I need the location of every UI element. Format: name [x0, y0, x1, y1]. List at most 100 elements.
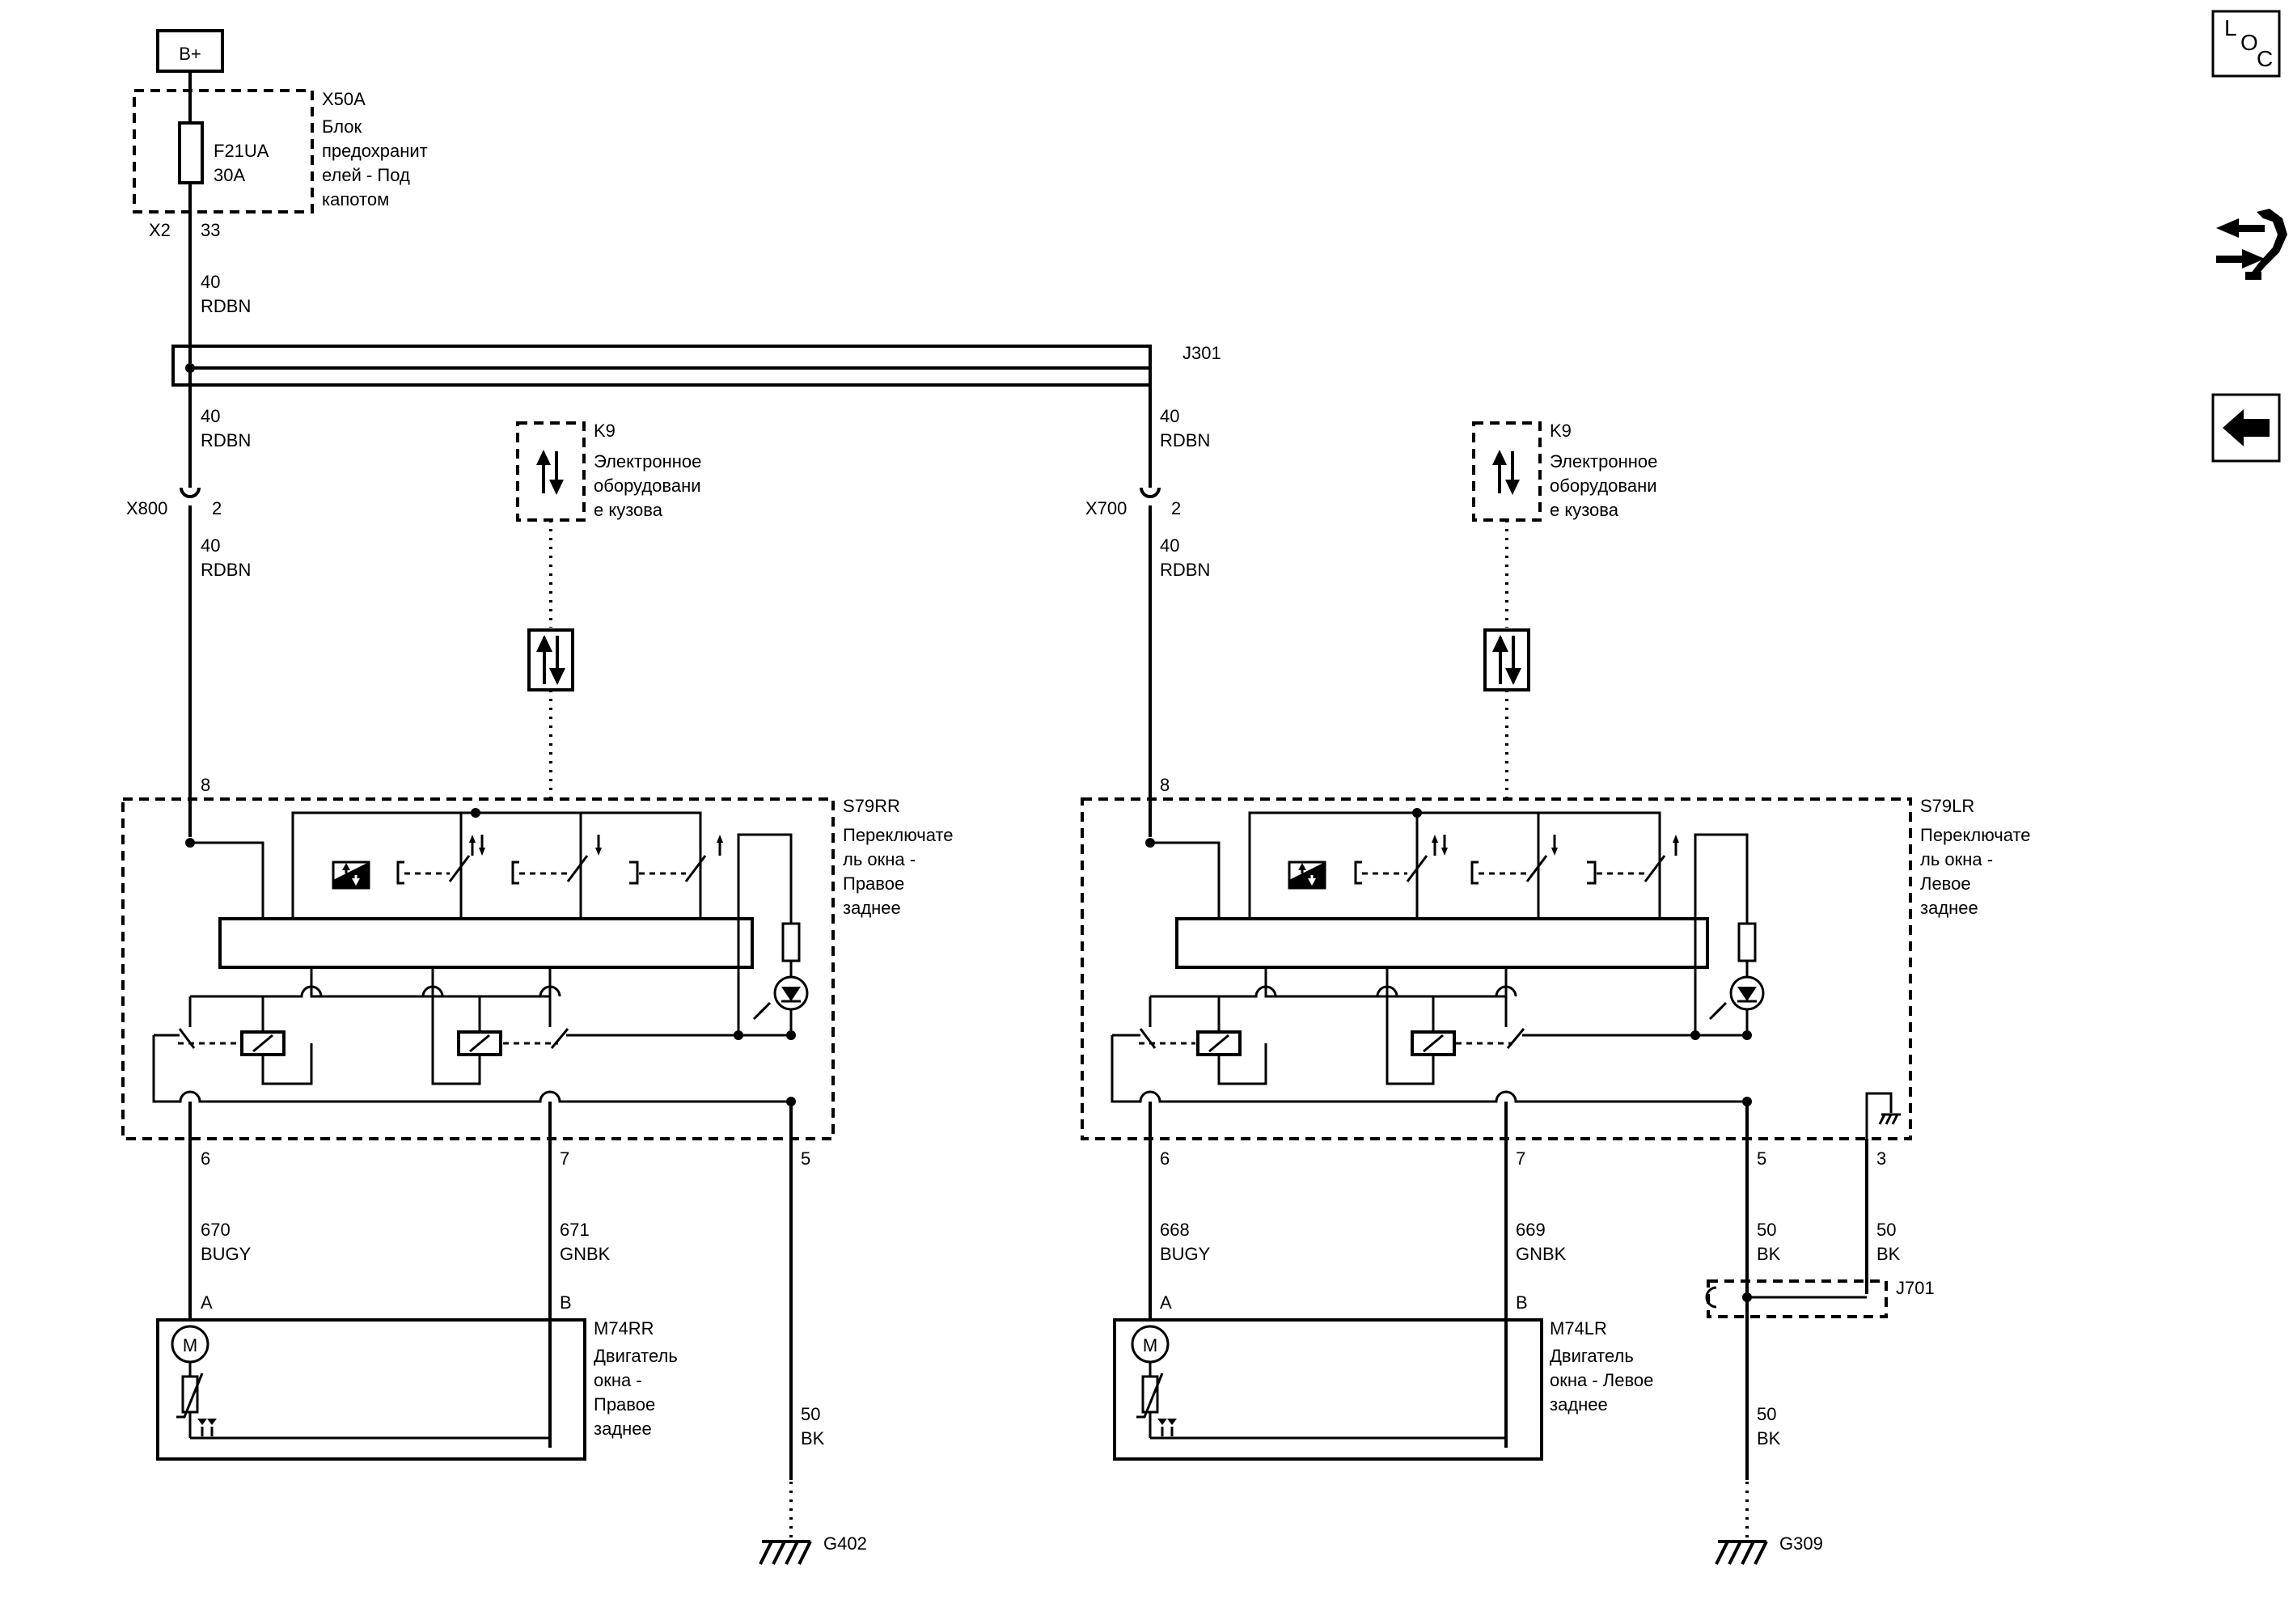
splice-j301	[171, 345, 1152, 387]
wire-rr-up-gauge: 670	[201, 1220, 231, 1240]
motor-rr-ptc	[181, 1375, 199, 1414]
wire-lr-down-gauge: 669	[1516, 1220, 1546, 1240]
body-module-k9-lr	[1472, 421, 1542, 522]
wire-lr-ground2-gauge: 50	[1757, 1404, 1776, 1424]
switch-rr-name-3: Правое	[843, 873, 904, 894]
wire-rr-down-color: GNBK	[560, 1244, 611, 1264]
switch-lr-pin-down: 7	[1516, 1148, 1525, 1169]
motor-rr-pin-b: B	[560, 1292, 572, 1313]
switch-lr-name-2: ль окна -	[1920, 849, 1993, 869]
motor-lr-name-1: Двигатель	[1550, 1346, 1634, 1366]
switch-lr-ref: S79LR	[1920, 796, 1974, 816]
ground-left-label: G309	[1779, 1533, 1823, 1554]
auto-updown-icon-lr	[1432, 835, 1448, 856]
loc-letter-c: C	[2257, 46, 2273, 71]
body-module-rr-name-2: оборудовани	[594, 476, 701, 496]
fuse-rating: 30A	[214, 165, 245, 185]
fusebox-name-2: предохранит	[322, 141, 428, 161]
up-arrow-icon-lr	[1673, 835, 1679, 856]
motor-lr-m: M	[1143, 1335, 1157, 1355]
body-module-k9-rr	[516, 421, 586, 522]
splice-j701	[1707, 1279, 1888, 1318]
wire-lr-up-color: BUGY	[1160, 1244, 1211, 1264]
motor-rr-pin-a: A	[201, 1292, 213, 1313]
body-module-rr-name-1: Электронное	[594, 451, 701, 472]
connector-view-icon[interactable]	[2216, 209, 2287, 280]
switch-rr-pin-ground: 5	[801, 1148, 810, 1169]
connector-x800-pin: 2	[212, 498, 222, 518]
motor-lr-ptc	[1141, 1375, 1159, 1414]
auto-updown-icon-rr	[469, 835, 485, 856]
switch-s79rr-outline	[121, 797, 835, 1140]
fusebox-connector: X2	[149, 220, 171, 240]
up-arrow-icon-rr	[717, 835, 723, 856]
wire-lr-ground-color: BK	[1757, 1244, 1781, 1264]
wire-feed-color: RDBN	[201, 296, 251, 316]
motor-m74rr	[156, 1318, 586, 1461]
motor-rr-name-4: заднее	[594, 1419, 652, 1439]
switch-lr-pin-ground: 5	[1757, 1148, 1766, 1169]
ground-icon-g309	[1715, 1540, 1768, 1566]
location-icon[interactable]: L O C	[2211, 10, 2281, 78]
fusebox-ref: X50A	[322, 89, 366, 109]
down-arrow-icon-lr	[1551, 835, 1558, 856]
down-arrow-icon-rr	[595, 835, 602, 856]
switch-lr-name-4: заднее	[1920, 898, 1978, 918]
switch-lr-name-1: Переключате	[1920, 825, 2031, 845]
splice-ground-ref: J701	[1896, 1278, 1935, 1298]
wire-lr-up-gauge: 668	[1160, 1220, 1190, 1240]
fusebox-pin: 33	[201, 220, 220, 240]
splice-top-ref: J301	[1182, 343, 1221, 363]
fuse-id: F21UA	[214, 141, 269, 161]
switch-rr-name-4: заднее	[843, 898, 901, 918]
lin-data-icon-lr	[1483, 628, 1530, 691]
switch-lr-pin-up: 6	[1160, 1148, 1170, 1169]
wire-lr-ground2-color: BK	[1757, 1428, 1781, 1448]
window-express-icon-rr	[332, 861, 370, 890]
wire-rr-up-color: BUGY	[201, 1244, 252, 1264]
wire-lr-ground-gauge: 50	[1757, 1220, 1776, 1240]
motor-m74lr	[1113, 1318, 1543, 1461]
back-arrow-icon[interactable]	[2211, 393, 2281, 463]
body-module-lr-name-3: е кузова	[1550, 500, 1619, 520]
ground-icon-g402	[759, 1540, 812, 1566]
motor-rr-m: M	[183, 1335, 197, 1355]
body-module-rr-ref: K9	[594, 421, 616, 441]
motor-rr-name-1: Двигатель	[594, 1346, 678, 1366]
switch-rr-name-1: Переключате	[843, 825, 954, 845]
wire-lr-aux-ground-color: BK	[1876, 1244, 1901, 1264]
body-module-lr-ref: K9	[1550, 421, 1572, 441]
loc-letter-l: L	[2224, 15, 2237, 40]
wire-feed-rr2-gauge: 40	[201, 535, 220, 556]
wire-feed-gauge: 40	[201, 272, 220, 292]
motor-lr-pin-b: B	[1516, 1292, 1528, 1313]
wire-feed-rr-gauge: 40	[201, 406, 220, 426]
switch-lr-name-3: Левое	[1920, 873, 1971, 894]
body-module-lr-name-1: Электронное	[1550, 451, 1657, 472]
wire-feed-lr-color: RDBN	[1160, 430, 1210, 450]
connector-x800: X800	[126, 498, 167, 518]
motor-lr-pin-a: A	[1160, 1292, 1172, 1313]
motor-lr-name-2: окна - Левое	[1550, 1370, 1653, 1390]
switch-rr-pin-down: 7	[560, 1148, 569, 1169]
motor-rr-ref: M74RR	[594, 1318, 654, 1339]
window-express-icon-lr	[1288, 861, 1326, 890]
lin-data-icon-rr	[527, 628, 574, 691]
connector-x700: X700	[1085, 498, 1127, 518]
wire-feed-lr2-gauge: 40	[1160, 535, 1179, 556]
switch-lr-pin-feed: 8	[1160, 775, 1170, 795]
fusebox-name-1: Блок	[322, 116, 362, 137]
switch-rr-internals	[152, 808, 809, 1106]
ground-right-label: G402	[823, 1533, 867, 1554]
wire-lr-down-color: GNBK	[1516, 1244, 1567, 1264]
wire-feed-rr2-color: RDBN	[201, 560, 251, 580]
switch-rr-ref: S79RR	[843, 796, 900, 816]
wire-rr-down-gauge: 671	[560, 1220, 590, 1240]
switch-rr-pin-feed: 8	[201, 775, 210, 795]
switch-rr-pin-up: 6	[201, 1148, 210, 1169]
fusebox-name-4: капотом	[322, 189, 389, 209]
motor-rr-name-2: окна -	[594, 1370, 642, 1390]
connector-x700-pin: 2	[1171, 498, 1181, 518]
wire-feed-rr-color: RDBN	[201, 430, 251, 450]
